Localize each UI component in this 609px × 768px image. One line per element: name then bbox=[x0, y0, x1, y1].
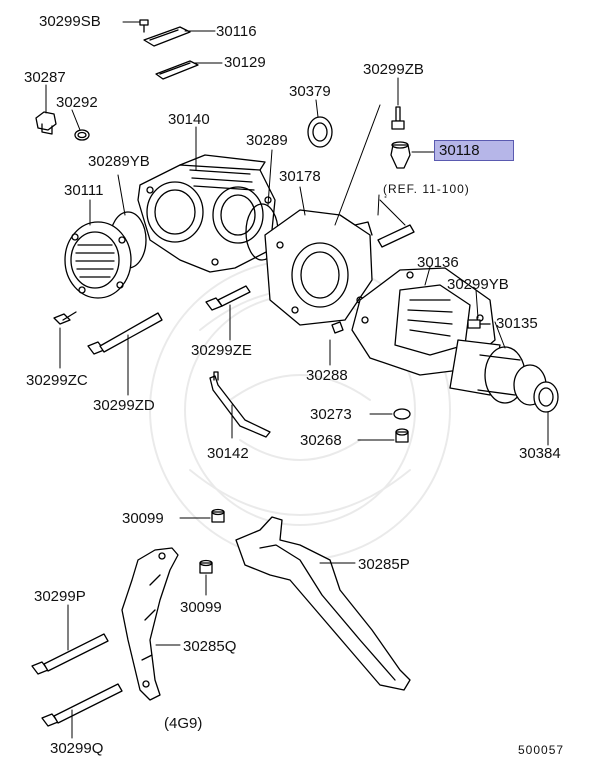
plug-30268-drawing bbox=[396, 429, 408, 442]
housing-30140-drawing bbox=[138, 155, 275, 272]
bracket-30285P-drawing bbox=[236, 517, 410, 690]
label-30178[interactable]: 30178 bbox=[279, 168, 321, 185]
bolt-30299SB-drawing bbox=[140, 20, 148, 32]
label-30111[interactable]: 30111 bbox=[64, 182, 104, 199]
label-30099-upper[interactable]: 30099 bbox=[122, 510, 164, 527]
plug-30287-drawing bbox=[36, 112, 56, 134]
label-30285Q[interactable]: 30285Q bbox=[183, 638, 237, 655]
label-30299ZD[interactable]: 30299ZD bbox=[93, 397, 155, 414]
oil-seal-30379-drawing bbox=[308, 117, 332, 147]
bolt-30299Q-drawing bbox=[42, 684, 122, 726]
label-30136[interactable]: 30136 bbox=[417, 254, 459, 271]
diagram-number: 500057 bbox=[518, 743, 565, 757]
seal-30384-drawing bbox=[534, 382, 558, 412]
bolt-30299ZE-drawing bbox=[206, 286, 250, 310]
dowel-30288-drawing bbox=[332, 322, 343, 333]
bolt-30299YB-drawing bbox=[468, 320, 490, 328]
washer-30292-drawing bbox=[75, 130, 89, 140]
bracket-30285Q-drawing bbox=[122, 548, 178, 700]
label-30299P[interactable]: 30299P bbox=[34, 588, 86, 605]
adapter-30178-drawing bbox=[265, 210, 372, 325]
label-30299SB[interactable]: 30299SB bbox=[39, 13, 101, 30]
label-30289YB[interactable]: 30289YB bbox=[88, 153, 150, 170]
label-30299Q[interactable]: 30299Q bbox=[50, 740, 104, 757]
bolt-30099-drawing bbox=[212, 510, 224, 523]
label-ref-11-100[interactable]: (REF. 11-100) bbox=[383, 182, 470, 196]
label-engine-4G9: (4G9) bbox=[164, 715, 203, 732]
pin-ref-drawing bbox=[378, 225, 414, 247]
cover-plate-30116-drawing bbox=[144, 27, 190, 46]
cover-30111-drawing bbox=[65, 222, 131, 298]
label-30285P[interactable]: 30285P bbox=[358, 556, 410, 573]
gasket-30129-drawing bbox=[156, 61, 198, 79]
bolt-30299ZB-drawing bbox=[392, 107, 404, 129]
label-30118-highlighted[interactable]: 30118 bbox=[434, 140, 514, 161]
label-30142[interactable]: 30142 bbox=[207, 445, 249, 462]
bolt-30099b-drawing bbox=[200, 561, 212, 574]
label-30273[interactable]: 30273 bbox=[310, 406, 352, 423]
label-30268[interactable]: 30268 bbox=[300, 432, 342, 449]
extension-30135-drawing bbox=[450, 340, 546, 405]
bolt-30299ZC-drawing bbox=[54, 312, 76, 324]
label-30299ZC[interactable]: 30299ZC bbox=[26, 372, 88, 389]
label-30099-lower[interactable]: 30099 bbox=[180, 599, 222, 616]
label-30289[interactable]: 30289 bbox=[246, 132, 288, 149]
label-30116[interactable]: 30116 bbox=[216, 23, 257, 40]
bolt-30299P-drawing bbox=[32, 634, 108, 674]
tube-30142-drawing bbox=[210, 372, 270, 437]
bolt-30299ZD-drawing bbox=[88, 313, 162, 354]
label-30299ZB[interactable]: 30299ZB bbox=[363, 61, 424, 78]
label-30299ZE[interactable]: 30299ZE bbox=[191, 342, 252, 359]
label-30299YB[interactable]: 30299YB bbox=[447, 276, 509, 293]
breather-30118-drawing bbox=[391, 142, 410, 168]
label-30384[interactable]: 30384 bbox=[519, 445, 561, 462]
label-30288[interactable]: 30288 bbox=[306, 367, 348, 384]
label-30135[interactable]: 30135 bbox=[496, 315, 538, 332]
label-30129[interactable]: 30129 bbox=[224, 54, 266, 71]
gasket-30273-drawing bbox=[394, 409, 410, 419]
label-30379[interactable]: 30379 bbox=[289, 83, 331, 100]
label-30140[interactable]: 30140 bbox=[168, 111, 210, 128]
label-30292[interactable]: 30292 bbox=[56, 94, 98, 111]
label-30287[interactable]: 30287 bbox=[24, 69, 66, 86]
